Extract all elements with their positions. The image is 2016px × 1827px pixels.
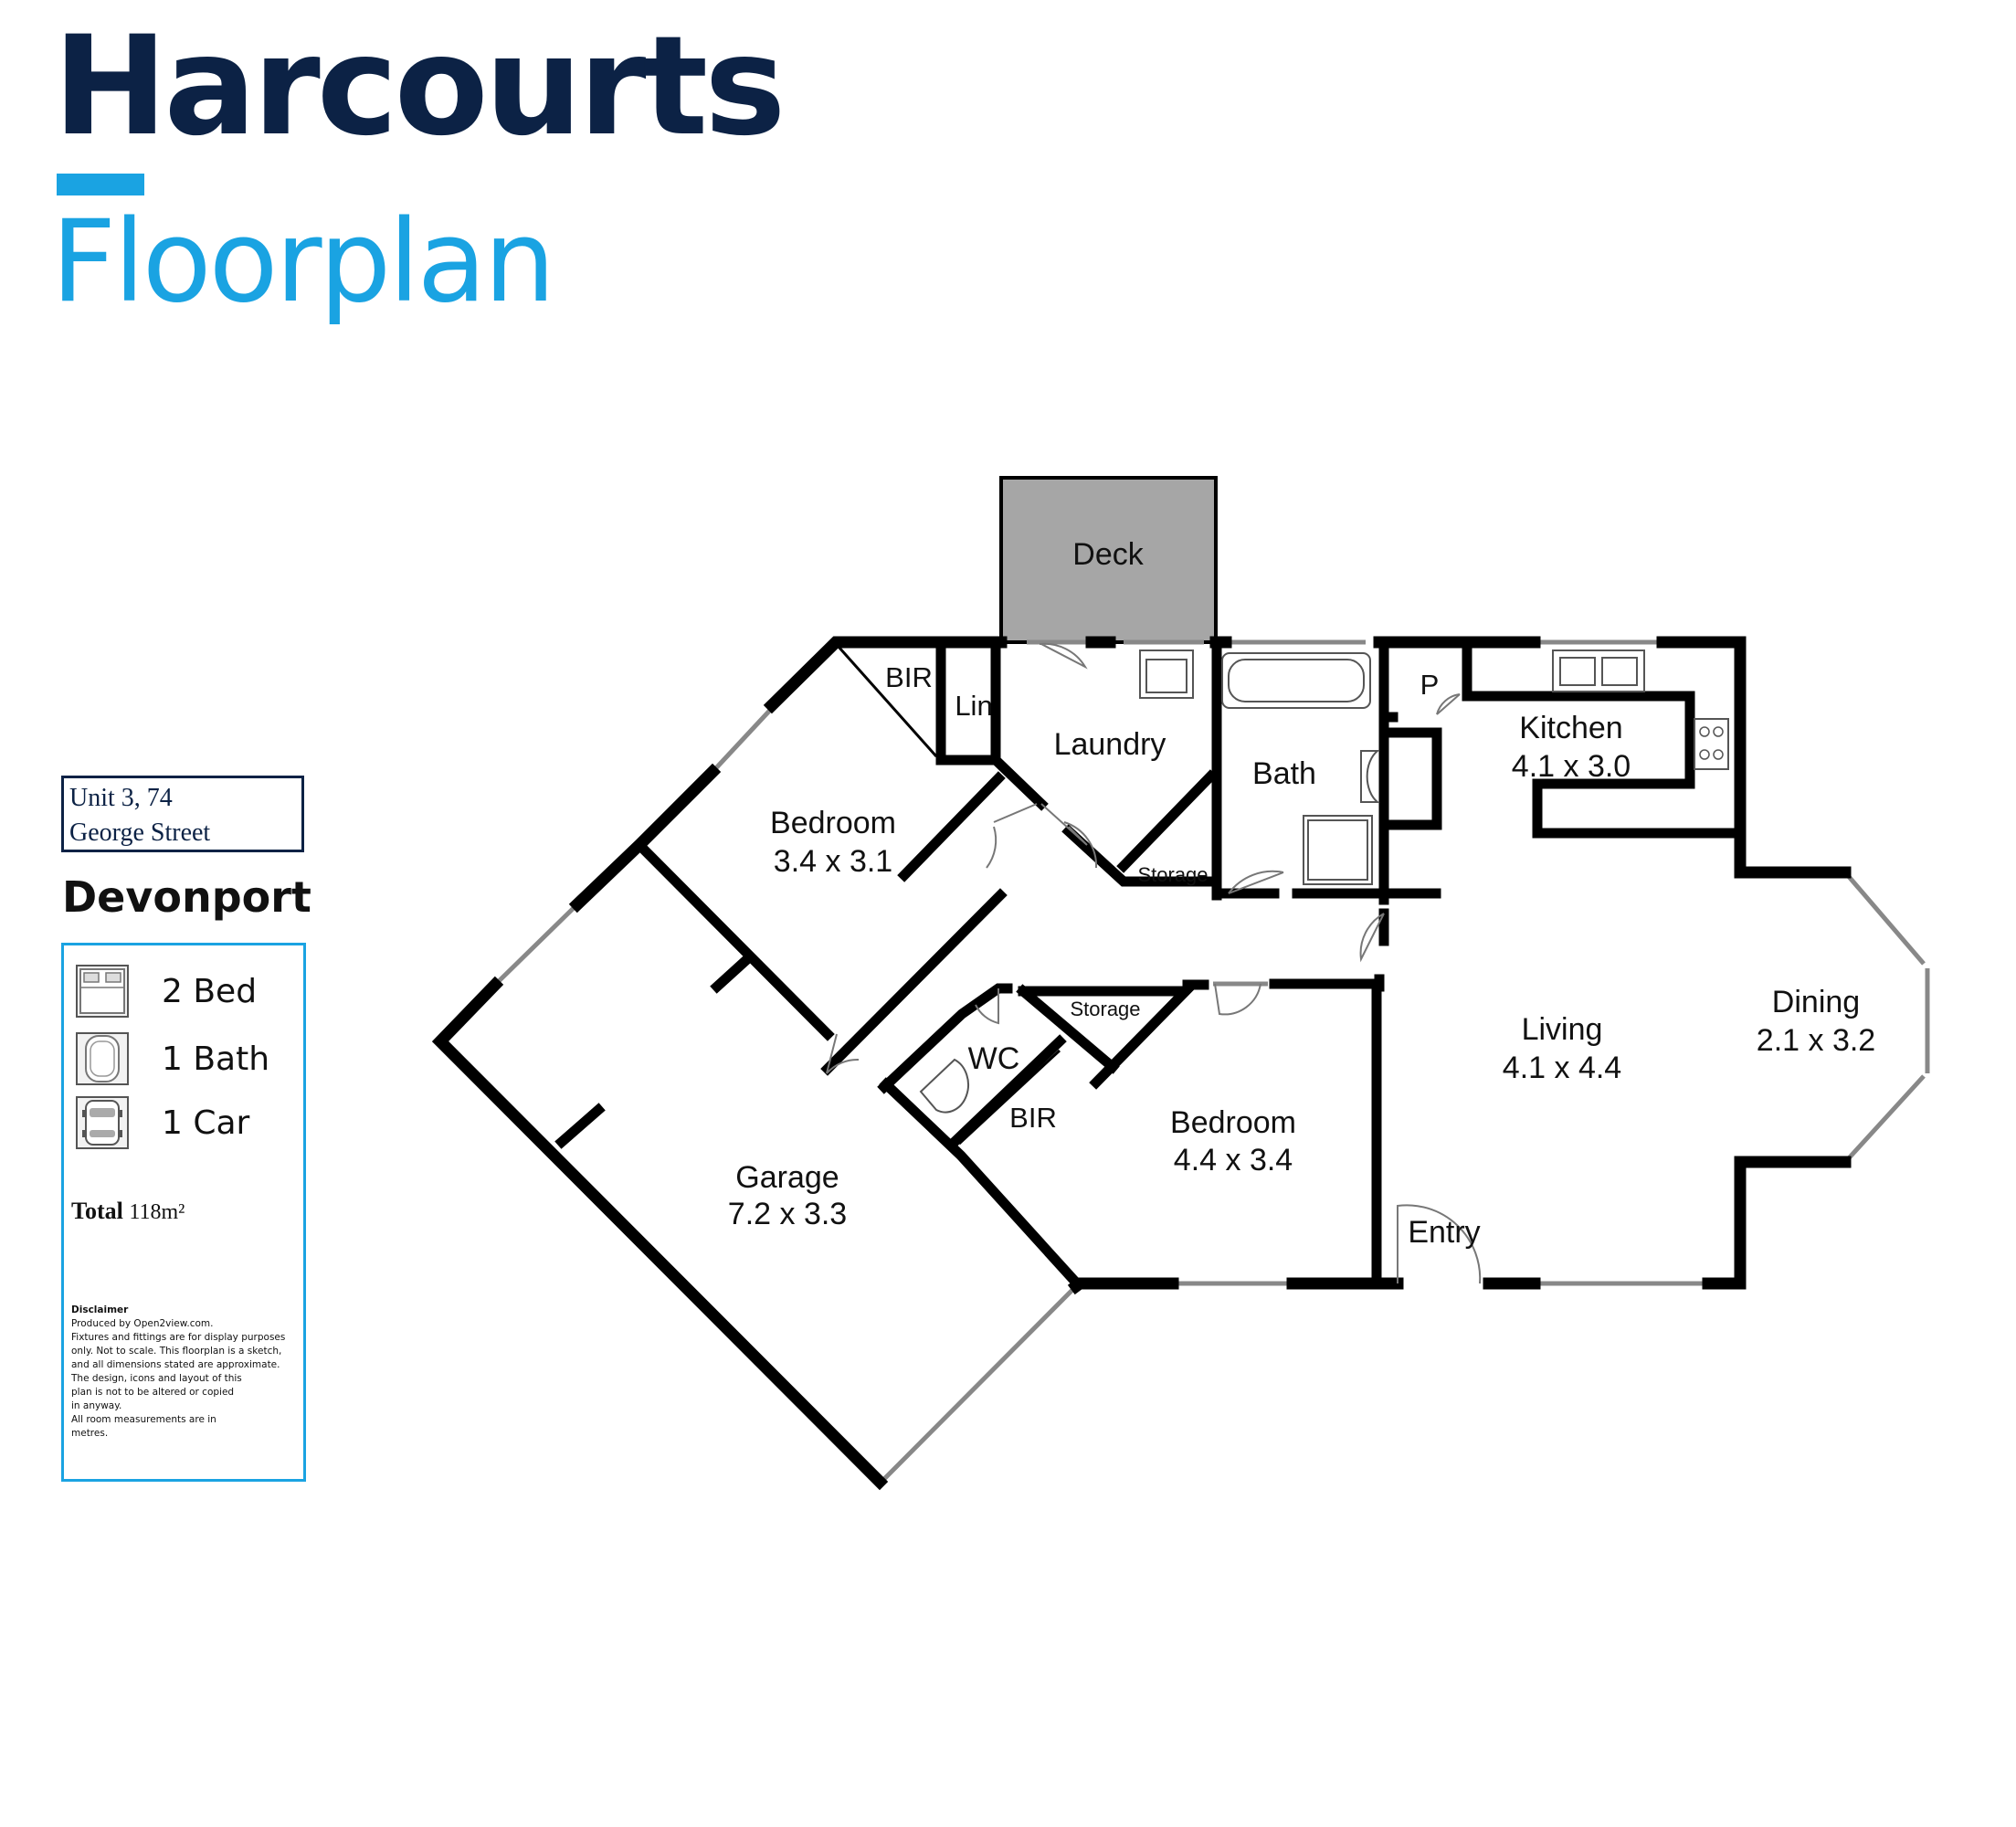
feature-car-label: 1 Car — [162, 1104, 250, 1142]
bath-basin-icon — [1360, 750, 1380, 803]
room-garage-dims: 7.2 x 3.3 — [728, 1197, 847, 1231]
room-living-name: Living — [1522, 1012, 1603, 1047]
disclaimer-line: Produced by Open2view.com. — [71, 1318, 214, 1329]
feature-bath-label: 1 Bath — [162, 1040, 270, 1078]
toilet-icon — [919, 1058, 969, 1114]
disclaimer-line: All room measurements are in — [71, 1414, 216, 1425]
room-dining-dims: 2.1 x 3.2 — [1757, 1023, 1875, 1058]
disclaimer-title: Disclaimer — [71, 1304, 129, 1315]
room-living-dims: 4.1 x 4.4 — [1503, 1051, 1621, 1085]
disclaimer-line: metres. — [71, 1428, 109, 1439]
disclaimer-line: Fixtures and fittings are for display pu… — [71, 1332, 286, 1343]
laundry-sink-basin-icon — [1145, 659, 1187, 693]
brand-logo-text: Harcourts — [53, 7, 786, 166]
cooktop-icon — [1694, 718, 1729, 770]
room-bedroom1-dims: 3.4 x 3.1 — [774, 844, 892, 879]
room-bedroom1-name: Bedroom — [770, 806, 896, 840]
brand-accent-bar — [57, 174, 144, 195]
address-line-2: George Street — [69, 818, 211, 847]
disclaimer-line: and all dimensions stated are approximat… — [71, 1359, 280, 1370]
kitchen-sink-basin-icon — [1559, 657, 1596, 686]
address-line-1: Unit 3, 74 — [69, 784, 173, 812]
city-title: Devonport — [62, 872, 311, 922]
feature-bed: 2 Bed — [75, 964, 294, 1019]
car-icon — [76, 1096, 129, 1149]
room-bedroom2-name: Bedroom — [1170, 1105, 1296, 1140]
kitchen-sink-basin-icon — [1601, 657, 1638, 686]
room-deck-name: Deck — [1072, 537, 1144, 572]
disclaimer-line: The design, icons and layout of this — [71, 1373, 242, 1384]
disclaimer-line: only. Not to scale. This floorplan is a … — [71, 1346, 282, 1357]
closet-diagonal — [837, 646, 938, 757]
disclaimer: Disclaimer Produced by Open2view.com. Fi… — [71, 1304, 300, 1441]
room-dining-name: Dining — [1772, 985, 1860, 1019]
bed-icon — [76, 965, 129, 1018]
room-storage-mid-name: Storage — [1070, 998, 1140, 1020]
room-pantry-name: P — [1420, 669, 1440, 701]
bathtub-inner-icon — [1228, 659, 1365, 702]
room-bath-name: Bath — [1252, 756, 1316, 791]
room-bedroom2-dims: 4.4 x 3.4 — [1174, 1143, 1293, 1178]
feature-car: 1 Car — [75, 1095, 294, 1150]
feature-bath: 1 Bath — [75, 1031, 294, 1086]
shower-tray-icon — [1307, 819, 1368, 881]
room-wc-name: WC — [968, 1041, 1020, 1076]
total-label: Total — [71, 1198, 123, 1224]
features-panel: 2 Bed 1 Bath 1 Car Total 118m² Disclaime… — [61, 943, 306, 1482]
room-kitchen-dims: 4.1 x 3.0 — [1512, 749, 1631, 784]
room-lin-name: Lin — [955, 690, 992, 722]
bath-icon — [76, 1032, 129, 1085]
doors — [826, 642, 1482, 1284]
feature-bed-label: 2 Bed — [162, 973, 258, 1010]
room-garage-name: Garage — [735, 1160, 839, 1195]
interior-walls — [554, 641, 1746, 1290]
brand-subtitle: Floorplan — [51, 196, 555, 328]
disclaimer-line: in anyway. — [71, 1400, 122, 1411]
address-box: Unit 3, 74 George Street — [61, 776, 304, 852]
exterior-walls — [431, 636, 1852, 1491]
room-laundry-name: Laundry — [1054, 727, 1166, 762]
total-area: Total 118m² — [71, 1198, 185, 1225]
total-value: 118m² — [129, 1200, 185, 1224]
fixtures — [919, 649, 1729, 1114]
disclaimer-line: plan is not to be altered or copied — [71, 1387, 235, 1398]
room-bir-mid-name: BIR — [1009, 1102, 1057, 1134]
room-bir-top-name: BIR — [885, 661, 933, 693]
closet-diagonal — [957, 1049, 1061, 1146]
room-entry-name: Entry — [1408, 1215, 1480, 1250]
room-storage-top-name: Storage — [1137, 863, 1208, 886]
room-kitchen-name: Kitchen — [1519, 711, 1622, 745]
